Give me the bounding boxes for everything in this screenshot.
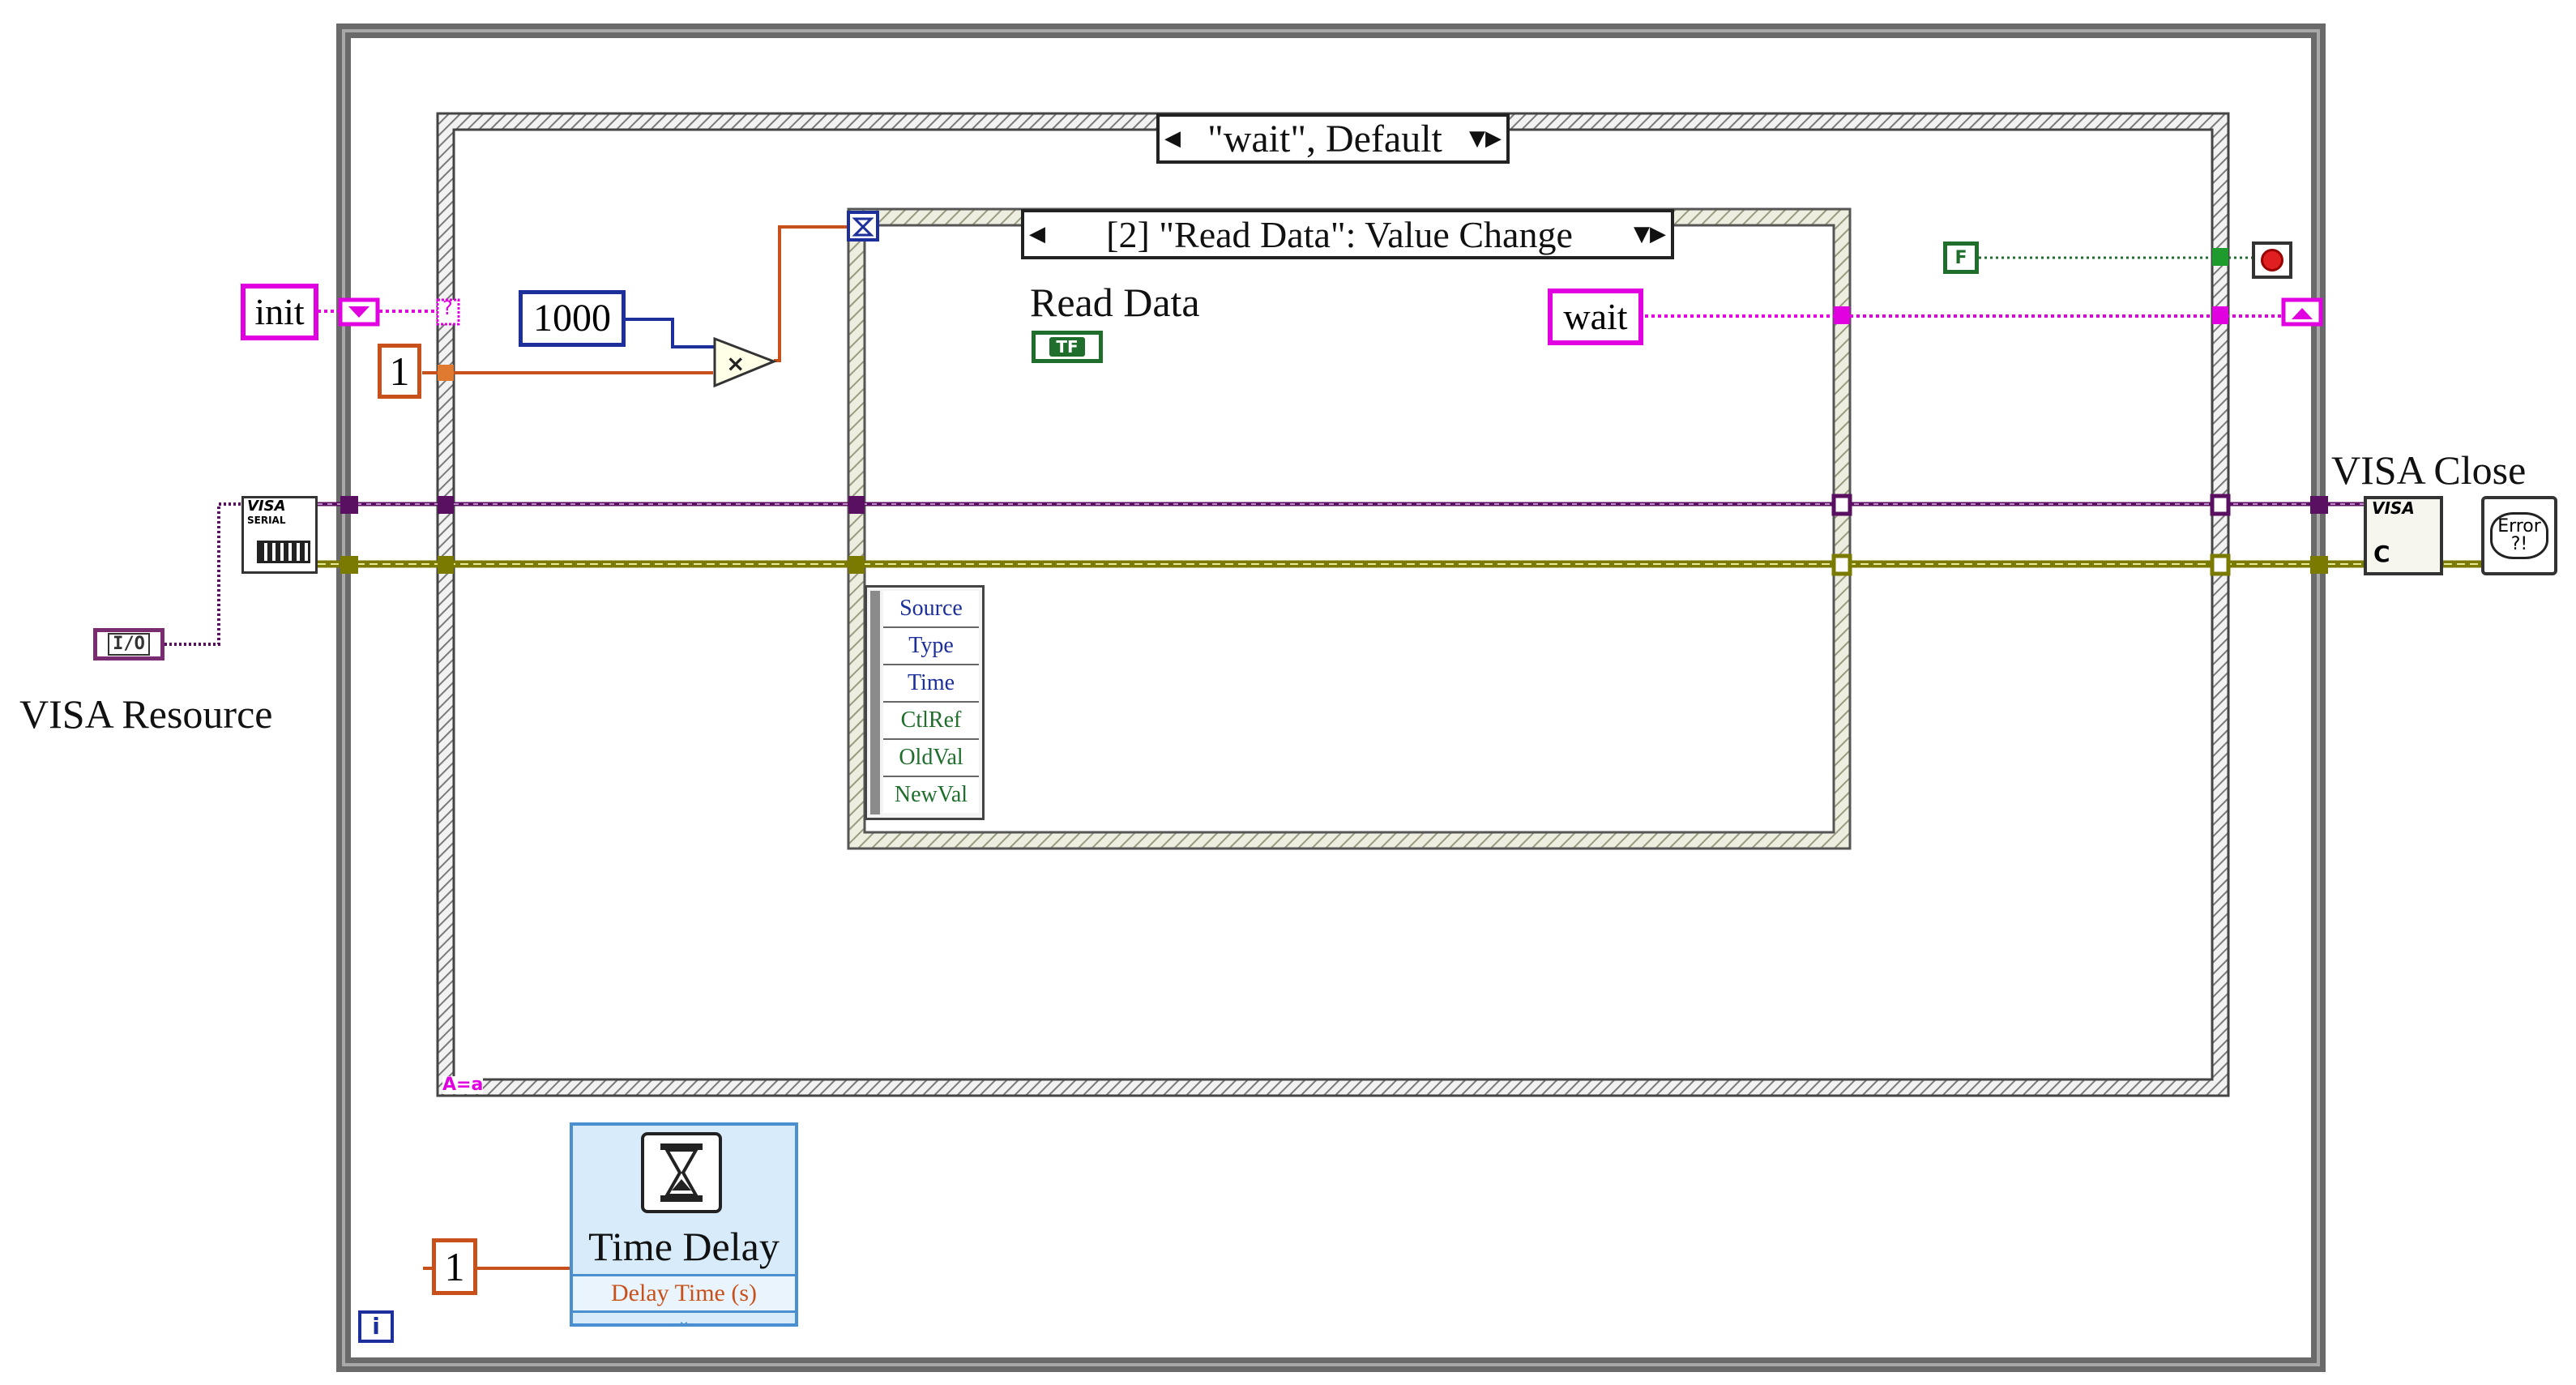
visa-close-c-text: C <box>2373 541 2390 567</box>
case-structure <box>436 112 2230 1097</box>
event-selector-label[interactable]: ◀ [2] "Read Data": Value Change ▼▶ <box>1021 209 1674 259</box>
loop-wait-constant[interactable]: 1 <box>378 344 421 399</box>
tunnels <box>340 248 2328 576</box>
event-field-source[interactable]: Source <box>883 591 979 628</box>
previous-event-arrow-icon[interactable]: ◀ <box>1029 222 1045 246</box>
ms-wire <box>626 318 715 348</box>
delay-time-constant[interactable]: 1 <box>432 1238 477 1295</box>
simple-error-handler-node[interactable]: Error ?! <box>2481 496 2557 575</box>
event-field-oldval[interactable]: OldVal <box>883 740 979 777</box>
previous-case-arrow-icon[interactable]: ◀ <box>1164 126 1181 151</box>
time-delay-express-vi[interactable]: Time Delay Delay Time (s) ⌄ <box>570 1122 798 1330</box>
shift-register-left <box>338 297 380 327</box>
case-structure-sort-label: A=a <box>442 1075 484 1095</box>
error-dialog-icon: Error ?! <box>2490 512 2548 559</box>
loop-iteration-terminal[interactable]: i <box>358 1310 394 1343</box>
visa-resource-label: VISA Resource <box>19 691 273 737</box>
event-timeout-terminal <box>847 211 879 242</box>
visa-serial-text-1: VISA <box>247 498 286 515</box>
event-field-type[interactable]: Type <box>883 628 979 665</box>
event-data-node-handle <box>870 591 880 814</box>
expand-chevron-icon[interactable]: ⌄ <box>677 1310 691 1330</box>
event-field-time[interactable]: Time <box>883 665 979 703</box>
hourglass-icon <box>641 1132 722 1213</box>
while-loop <box>336 24 2326 1372</box>
case-selector-text: "wait", Default <box>1207 117 1442 160</box>
visa-refnum-wire <box>164 502 2364 646</box>
error-icon-text-2: ?! <box>2510 534 2528 554</box>
time-delay-title: Time Delay <box>588 1224 780 1269</box>
case-dropdown-icon[interactable]: ▼▶ <box>1469 126 1502 151</box>
read-data-boolean-terminal[interactable]: TF <box>1032 331 1103 363</box>
enum-wires <box>318 310 2283 318</box>
event-field-ctlref[interactable]: CtlRef <box>883 703 979 740</box>
ms-multiplier-constant[interactable]: 1000 <box>519 290 626 347</box>
wait-enum-constant[interactable]: wait <box>1548 289 1643 345</box>
svg-text:×: × <box>726 350 745 377</box>
event-structure <box>847 207 1852 850</box>
loop-stop-terminal[interactable] <box>2252 242 2292 279</box>
serial-port-icon <box>257 541 310 563</box>
event-dropdown-icon[interactable]: ▼▶ <box>1634 222 1666 246</box>
event-field-newval[interactable]: NewVal <box>883 777 979 813</box>
event-data-node[interactable]: Source Type Time CtlRef OldVal NewVal <box>865 585 985 820</box>
visa-close-label: VISA Close <box>2331 447 2527 493</box>
case-selector-label[interactable]: ◀ "wait", Default ▼▶ <box>1156 113 1510 164</box>
visa-resource-terminal[interactable]: I/O <box>93 628 164 660</box>
stop-icon <box>2261 249 2283 271</box>
error-icon-text-1: Error <box>2497 516 2541 536</box>
event-selector-text: [2] "Read Data": Value Change <box>1106 213 1573 255</box>
numeric-wires <box>422 225 848 1270</box>
init-enum-constant[interactable]: init <box>241 284 318 340</box>
visa-close-node[interactable]: VISA C <box>2364 496 2443 575</box>
case-selector-question-icon: ? <box>442 297 453 319</box>
visa-close-text: VISA <box>2372 498 2415 518</box>
visa-configure-serial-node[interactable]: VISA SERIAL <box>241 496 318 574</box>
case-selector-terminal <box>436 298 460 326</box>
io-icon: I/O <box>108 633 150 656</box>
delay-time-input-label[interactable]: Delay Time (s) <box>573 1274 795 1313</box>
shift-register-right <box>2281 297 2323 327</box>
multiply-node[interactable]: × <box>713 336 778 388</box>
visa-serial-text-2: SERIAL <box>247 515 286 526</box>
false-constant[interactable]: F <box>1943 242 1979 274</box>
boolean-tf-icon: TF <box>1049 337 1085 357</box>
read-data-label: Read Data <box>1030 280 1200 325</box>
